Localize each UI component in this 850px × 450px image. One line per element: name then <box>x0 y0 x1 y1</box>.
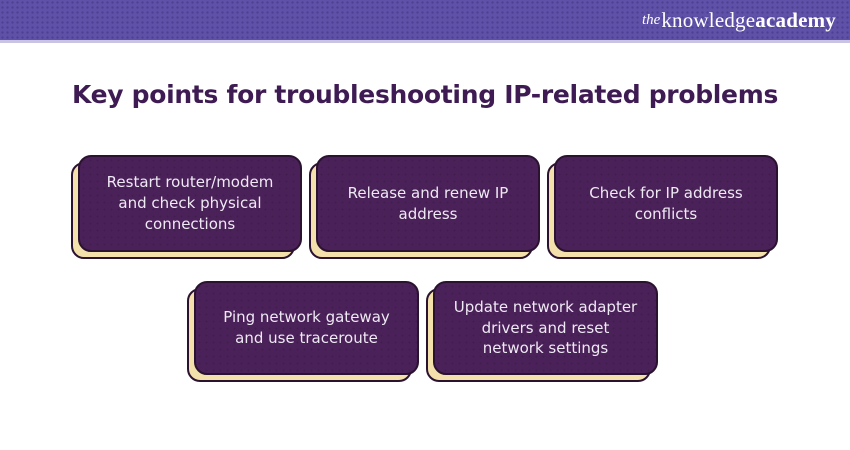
card-ip-address-conflicts: Check for IP address conflicts <box>547 155 778 259</box>
logo-the: the <box>642 11 661 28</box>
logo-academy: academy <box>755 7 836 32</box>
card-text: Release and renew IP address <box>316 155 540 252</box>
card-text: Restart router/modem and check physical … <box>78 155 302 252</box>
logo-knowledge: knowledge <box>661 7 756 32</box>
card-text: Update network adapter drivers and reset… <box>433 281 658 375</box>
card-restart-router: Restart router/modem and check physical … <box>71 155 302 259</box>
card-ping-traceroute: Ping network gateway and use traceroute <box>187 281 419 382</box>
card-release-renew-ip: Release and renew IP address <box>309 155 540 259</box>
page-title: Key points for troubleshooting IP-relate… <box>71 80 779 109</box>
card-update-drivers: Update network adapter drivers and reset… <box>426 281 658 382</box>
card-text: Check for IP address conflicts <box>554 155 778 252</box>
card-text: Ping network gateway and use traceroute <box>194 281 419 375</box>
